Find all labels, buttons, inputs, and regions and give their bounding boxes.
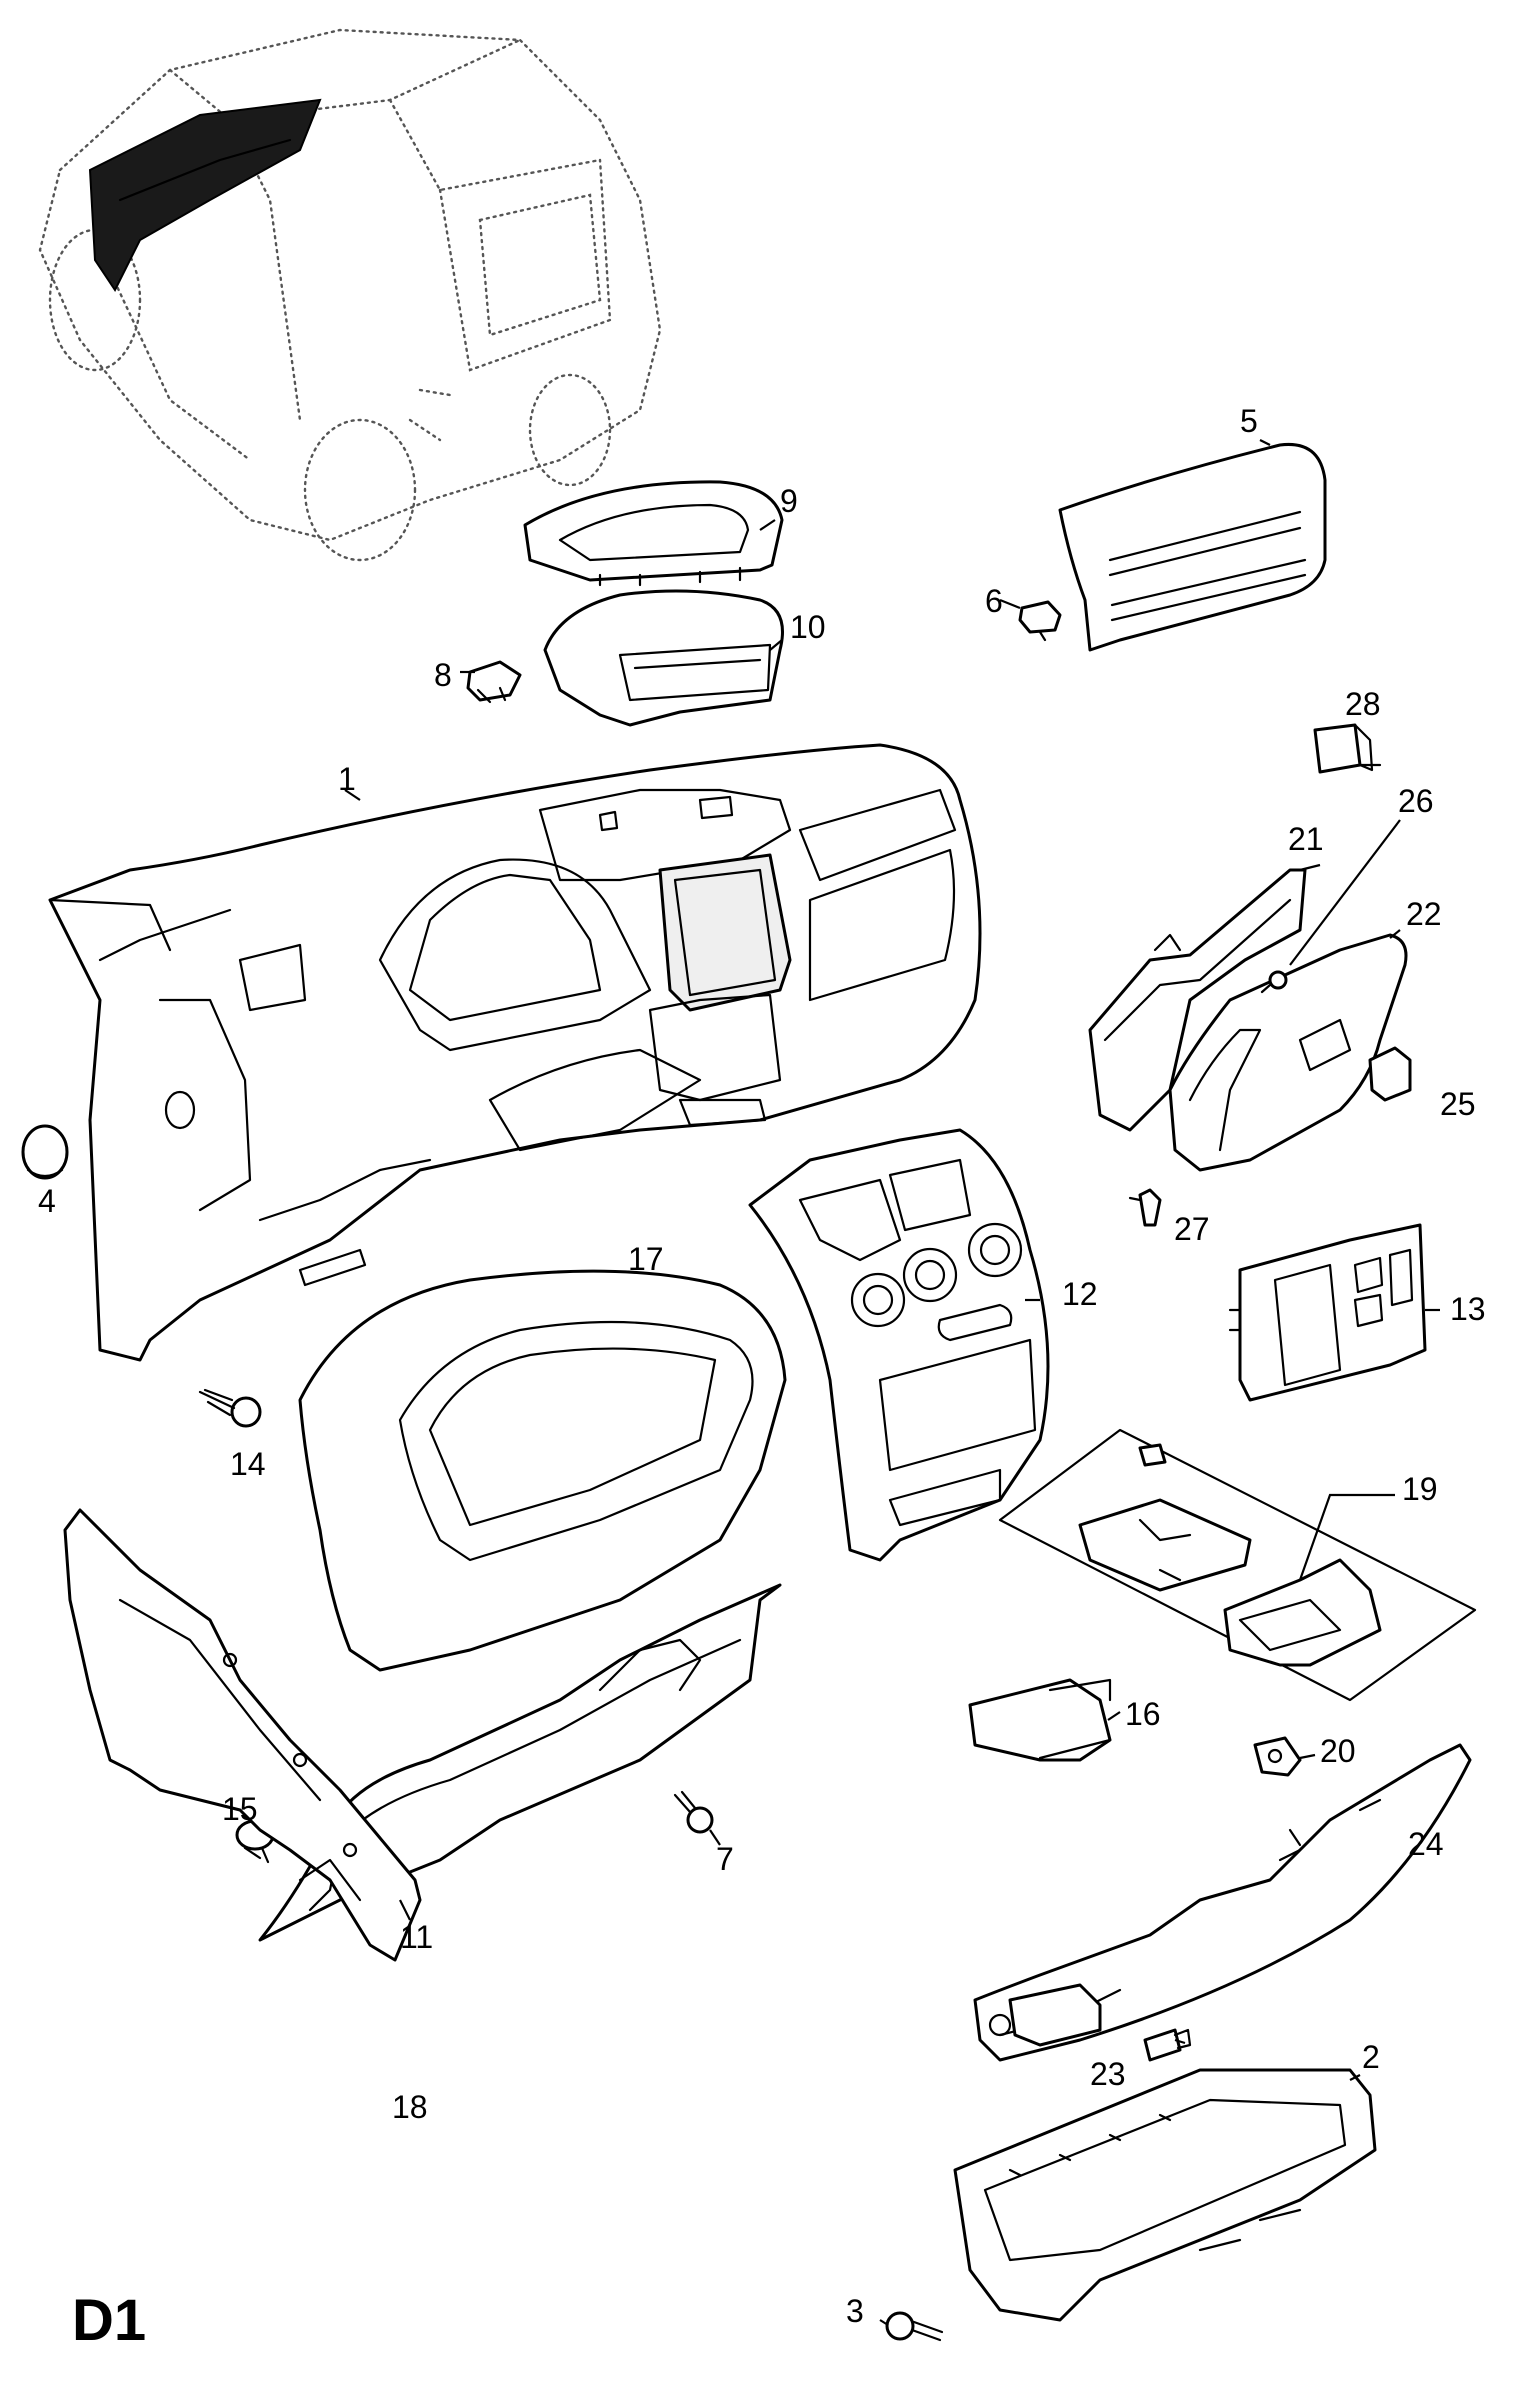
callout-21: 21 bbox=[1288, 821, 1324, 857]
callout-16: 16 bbox=[1125, 1696, 1161, 1732]
part-27-clip bbox=[1128, 1188, 1162, 1227]
part-26-screw bbox=[1260, 970, 1288, 994]
part-19-kit bbox=[998, 1428, 1477, 1702]
callout-2: 2 bbox=[1362, 2039, 1380, 2075]
callout-22: 22 bbox=[1406, 896, 1442, 932]
part-13-switch-panel bbox=[1228, 1223, 1427, 1402]
part-20-clip-nut bbox=[1253, 1736, 1302, 1777]
callout-24: 24 bbox=[1408, 1826, 1444, 1862]
part-18-side-cover bbox=[63, 1508, 422, 1962]
callout-9: 9 bbox=[780, 483, 798, 519]
part-25-clip bbox=[1368, 1046, 1412, 1102]
callout-11: 11 bbox=[400, 1919, 433, 1955]
part-12-centre-fascia bbox=[748, 1128, 1050, 1562]
part-16-ashtray bbox=[968, 1678, 1112, 1762]
part-1-dashboard bbox=[48, 743, 982, 1362]
callout-15: 15 bbox=[222, 1791, 258, 1827]
callout-28: 28 bbox=[1345, 686, 1381, 722]
callout-23: 23 bbox=[1090, 2056, 1126, 2092]
callout-6: 6 bbox=[985, 583, 1003, 619]
part-28-relay bbox=[1313, 723, 1382, 774]
callout-19: 19 bbox=[1402, 1471, 1438, 1507]
part-22-side-trim bbox=[1168, 933, 1408, 1172]
callout-13: 13 bbox=[1450, 1291, 1486, 1327]
callout-14: 14 bbox=[230, 1446, 266, 1482]
callout-26: 26 bbox=[1398, 783, 1434, 819]
part-10-instrument-hood bbox=[543, 589, 784, 727]
vehicle-outline bbox=[38, 28, 662, 562]
part-8-clip bbox=[466, 660, 522, 704]
callout-27: 27 bbox=[1174, 1211, 1210, 1247]
callout-12: 12 bbox=[1062, 1276, 1098, 1312]
part-23-buffer bbox=[1143, 2028, 1192, 2062]
part-7-screw bbox=[673, 1790, 714, 1834]
callout-18: 18 bbox=[392, 2089, 428, 2125]
leader-lines bbox=[344, 439, 1440, 2326]
part-9-instrument-surround bbox=[523, 480, 784, 587]
callout-1: 1 bbox=[338, 761, 356, 797]
callout-5: 5 bbox=[1240, 403, 1258, 439]
callout-8: 8 bbox=[434, 657, 452, 693]
part-5-airbag-cover bbox=[1058, 442, 1327, 652]
part-21-side-trim bbox=[1088, 868, 1307, 1132]
callout-4: 4 bbox=[38, 1183, 56, 1219]
callout-20: 20 bbox=[1320, 1733, 1356, 1769]
callouts: 1 2 3 4 5 6 7 8 9 10 11 12 13 14 15 16 1… bbox=[38, 403, 1486, 2329]
part-3-screw bbox=[885, 2311, 944, 2342]
part-17-cover bbox=[298, 1269, 787, 1672]
callout-3: 3 bbox=[846, 2293, 864, 2329]
callout-17: 17 bbox=[628, 1241, 664, 1277]
callout-25: 25 bbox=[1440, 1086, 1476, 1122]
part-24-lid-trim bbox=[973, 1743, 1472, 2062]
part-14-screw bbox=[198, 1388, 262, 1428]
part-2-glovebox bbox=[953, 2068, 1377, 2322]
part-6-clip bbox=[1018, 600, 1062, 642]
callout-7: 7 bbox=[716, 1841, 734, 1877]
sheet-id: D1 bbox=[72, 2288, 146, 2353]
part-4-cap bbox=[21, 1124, 69, 1180]
callout-10: 10 bbox=[790, 609, 826, 645]
